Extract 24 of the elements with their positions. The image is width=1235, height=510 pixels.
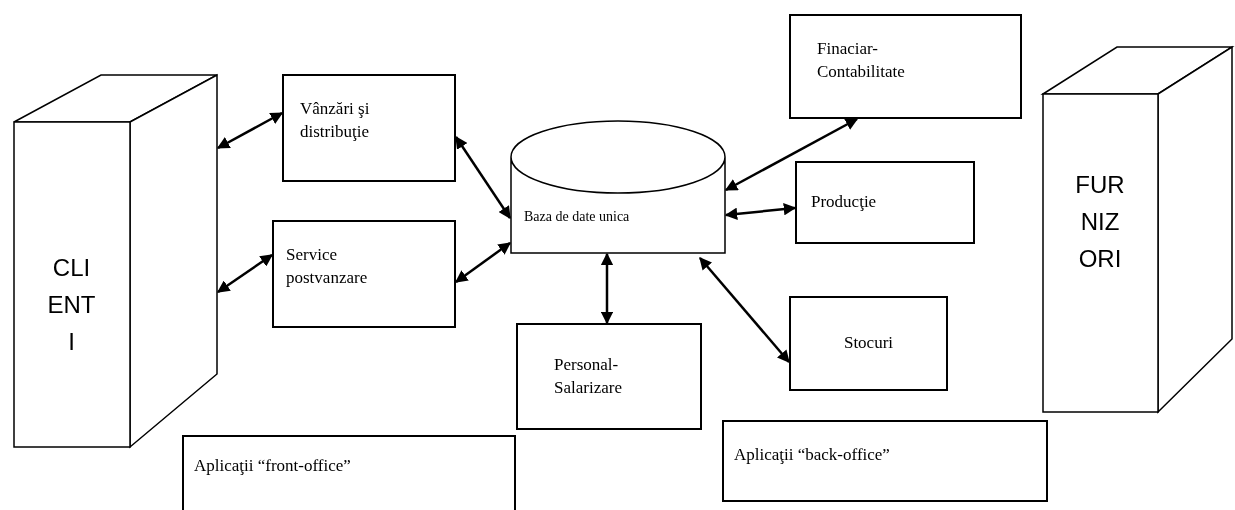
box-label: Aplicaţii “front-office” — [194, 455, 351, 477]
double-arrow — [600, 252, 614, 325]
process-box — [272, 220, 456, 328]
double-arrow — [724, 117, 859, 192]
process-box — [182, 435, 516, 510]
database-label: Baza de date unica — [524, 208, 630, 226]
process-box — [516, 323, 702, 430]
box-label: Personal- Salarizare — [554, 353, 623, 399]
process-box — [282, 74, 456, 182]
box-label: Finaciar- Contabilitate — [817, 38, 906, 83]
box-label: Service postvanzare — [286, 244, 369, 289]
process-box — [722, 420, 1048, 502]
process-box — [795, 161, 975, 244]
block-label: FUR NIZ ORI — [1074, 170, 1126, 275]
process-box — [789, 296, 948, 391]
block-label: CLI ENT I — [46, 253, 97, 358]
box-label: Stocuri — [843, 332, 894, 355]
box-label: Vânzări şi distribuţie — [300, 98, 371, 143]
double-arrow — [699, 257, 790, 363]
double-arrow — [724, 202, 797, 221]
double-arrow — [455, 242, 511, 283]
box-label: Aplicaţii “back-office” — [734, 444, 890, 466]
process-box — [789, 14, 1022, 119]
box-label: Producţie — [811, 191, 877, 214]
